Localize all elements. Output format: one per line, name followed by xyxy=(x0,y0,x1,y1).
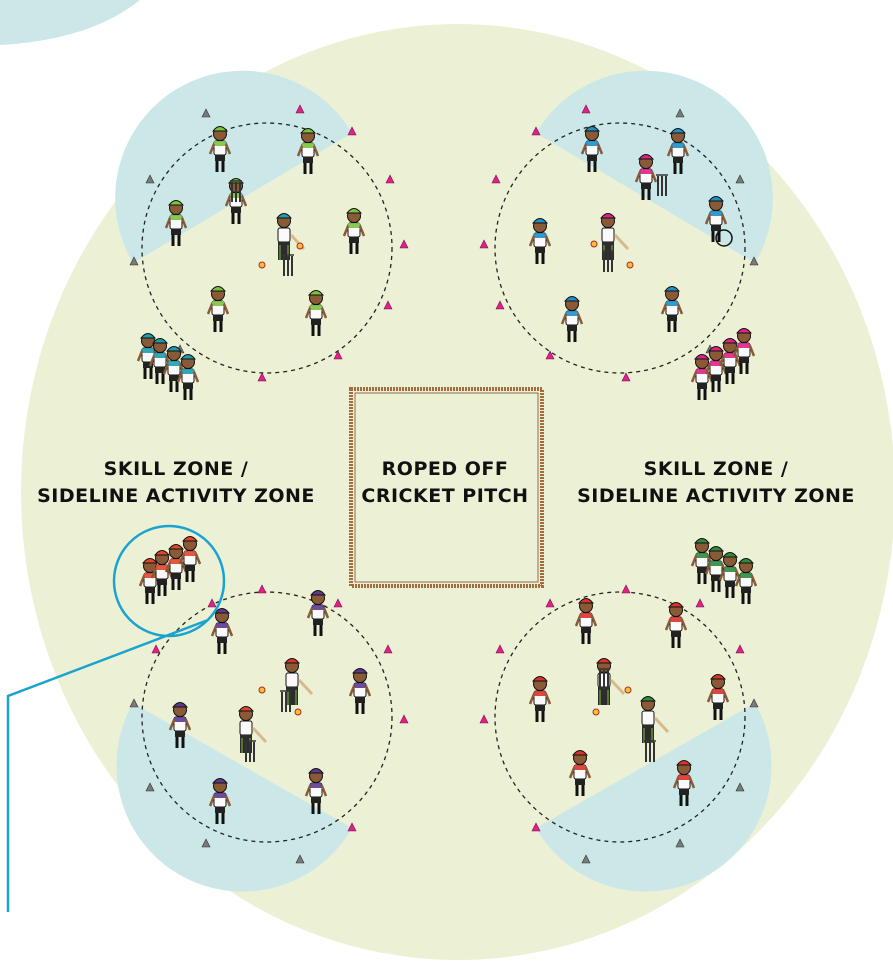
shaded-sector xyxy=(116,703,352,892)
label-line: SIDELINE ACTIVITY ZONE xyxy=(37,485,315,507)
corner-blob xyxy=(0,0,140,45)
label-line: SIDELINE ACTIVITY ZONE xyxy=(577,485,855,507)
activity-circle-bottom-right xyxy=(479,584,772,892)
label-line: ROPED OFF xyxy=(381,458,509,480)
roped-off-cricket-pitch xyxy=(349,387,544,588)
skill-zone-label-left: SKILL ZONE / SIDELINE ACTIVITY ZONE xyxy=(36,456,316,510)
activity-circle-top-right xyxy=(479,70,773,382)
wheelchair-player-figure xyxy=(715,229,733,247)
pitch-label: ROPED OFF CRICKET PITCH xyxy=(360,456,530,510)
shaded-sector xyxy=(536,703,772,892)
field-oval xyxy=(21,24,893,960)
label-line: SKILL ZONE / xyxy=(643,458,789,480)
skill-zone-label-right: SKILL ZONE / SIDELINE ACTIVITY ZONE xyxy=(576,456,856,510)
activity-circle-top-left xyxy=(115,70,409,382)
label-line: SKILL ZONE / xyxy=(103,458,249,480)
callout-highlight xyxy=(6,524,226,912)
activity-circle-bottom-left xyxy=(116,584,409,892)
label-line: CRICKET PITCH xyxy=(361,485,529,507)
